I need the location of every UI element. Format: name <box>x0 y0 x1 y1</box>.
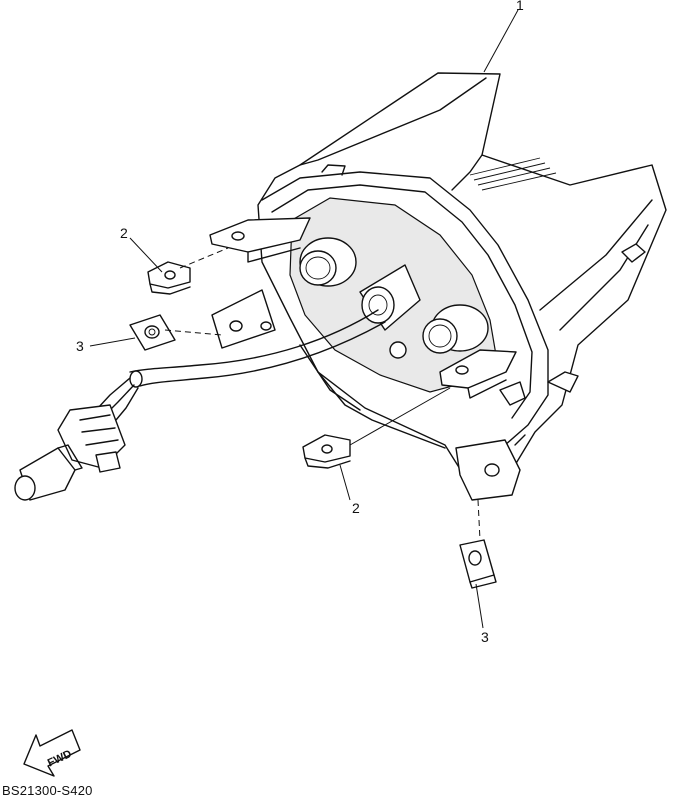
callout-1: 1 <box>516 0 524 13</box>
leader-2b-bracket <box>349 387 451 446</box>
mounting-bracket-right <box>439 349 517 399</box>
callout-2-upper: 2 <box>120 225 128 241</box>
bulb-socket-center <box>359 264 421 331</box>
diagram-code: BS21300-S420 <box>2 783 93 798</box>
clip-nut-lower <box>302 434 351 469</box>
wire-harness <box>97 309 386 421</box>
leader-2b <box>339 464 351 501</box>
bulb-socket-right <box>422 304 489 354</box>
callout-2-lower: 2 <box>352 500 360 516</box>
clip-nut-square-upper <box>129 314 176 351</box>
callout-3-lower: 3 <box>481 629 489 645</box>
leader-3a <box>89 337 136 347</box>
connector <box>14 404 126 501</box>
tail-light-housing <box>209 72 667 501</box>
leader-2a <box>129 237 163 273</box>
mounting-tab-right <box>455 434 526 501</box>
callout-3-upper: 3 <box>76 338 84 354</box>
assembly-line-right <box>477 499 481 541</box>
clip-nut-square-lower <box>459 539 497 589</box>
bulb-socket-left <box>299 237 357 287</box>
assembly-line-upper <box>179 247 229 269</box>
fwd-arrow: FWD <box>23 729 81 777</box>
mounting-bracket-left <box>209 217 311 263</box>
leader-1 <box>483 9 519 73</box>
mounting-tab-left <box>211 289 276 349</box>
assembly-line-left <box>164 329 223 336</box>
leader-3b <box>475 583 484 629</box>
